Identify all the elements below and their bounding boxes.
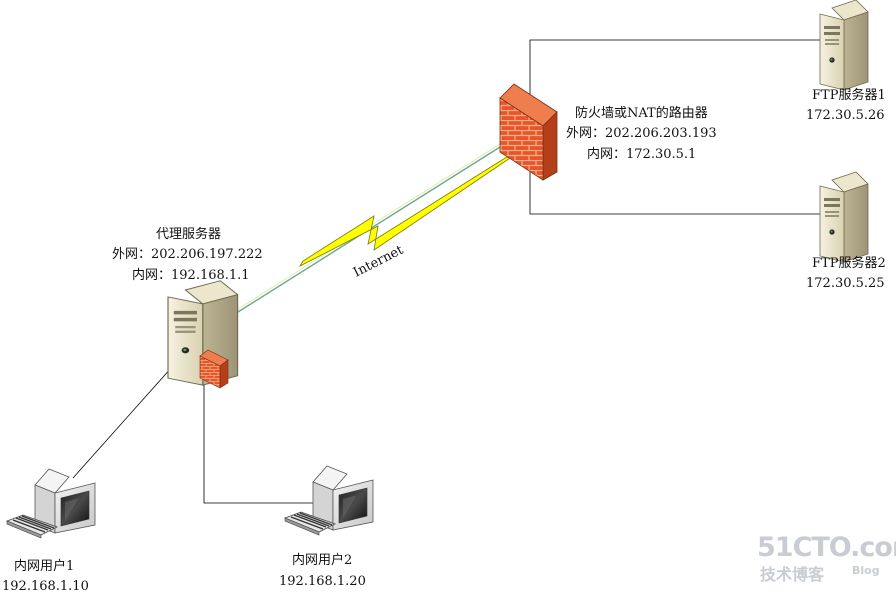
tower-server-icon bbox=[819, 0, 869, 91]
internet-label: Internet bbox=[351, 242, 407, 280]
link-firewall-ftp2 bbox=[529, 170, 824, 215]
ftp2-name: FTP服务器2 bbox=[812, 255, 886, 271]
link-firewall-ftp1 bbox=[529, 39, 824, 95]
proxy-server: 代理服务器 外网：202.206.197.222 内网：192.168.1.1 bbox=[112, 226, 263, 389]
small-firewall-icon bbox=[199, 349, 229, 389]
user2-ip: 192.168.1.20 bbox=[279, 574, 366, 589]
internet-link: Internet bbox=[237, 138, 519, 313]
watermark-blog: Blog bbox=[852, 564, 880, 577]
tower-server-icon bbox=[819, 171, 869, 263]
brick-firewall-icon bbox=[499, 83, 558, 181]
ftp-server-1: FTP服务器1 172.30.5.26 bbox=[806, 0, 886, 123]
ftp1-name: FTP服务器1 bbox=[812, 87, 886, 103]
watermark-main: 51CTO.com bbox=[757, 532, 896, 563]
desktop-computer-icon bbox=[6, 468, 96, 539]
link-proxy-user2 bbox=[203, 368, 316, 504]
firewall-external-ip: 外网：202.206.203.193 bbox=[566, 126, 717, 141]
firewall-internal-ip: 内网：172.30.5.1 bbox=[587, 146, 696, 162]
link-proxy-user1 bbox=[72, 366, 173, 479]
user1-ip: 192.168.1.10 bbox=[2, 579, 89, 594]
ftp-server-2: FTP服务器2 172.30.5.25 bbox=[806, 171, 886, 291]
connections bbox=[72, 39, 824, 504]
proxy-external-ip: 外网：202.206.197.222 bbox=[112, 247, 263, 262]
user1-name: 内网用户1 bbox=[14, 558, 74, 574]
ftp1-ip: 172.30.5.26 bbox=[806, 108, 885, 123]
firewall-title: 防火墙或NAT的路由器 bbox=[575, 105, 708, 121]
lan-user-2: 内网用户2 192.168.1.20 bbox=[279, 465, 374, 589]
desktop-computer-icon bbox=[284, 465, 374, 536]
ftp2-ip: 172.30.5.25 bbox=[806, 276, 885, 291]
watermark-sub: 技术博客 bbox=[760, 565, 825, 584]
lan-user-1: 内网用户1 192.168.1.10 bbox=[2, 468, 96, 594]
user2-name: 内网用户2 bbox=[292, 552, 352, 568]
watermark: 51CTO.com 技术博客 Blog bbox=[757, 532, 896, 584]
firewall-router: 防火墙或NAT的路由器 外网：202.206.203.193 内网：172.30… bbox=[499, 83, 717, 181]
proxy-internal-ip: 内网：192.168.1.1 bbox=[132, 267, 250, 283]
proxy-title: 代理服务器 bbox=[156, 226, 221, 242]
lightning-bolt-icon bbox=[298, 148, 519, 267]
